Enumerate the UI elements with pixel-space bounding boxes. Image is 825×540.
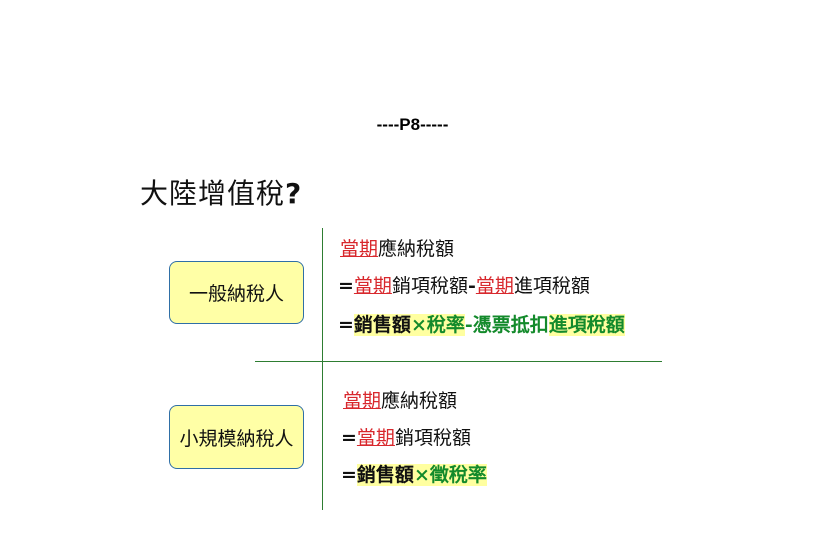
equals-sign: = [338,314,354,336]
input-tax-highlight: 進項稅額 [548,314,625,336]
slide: 大陸增值稅? 一般納稅人 當期應納稅額 =當期銷項稅額-當期進項稅額 =銷售額×… [125,152,685,514]
slide-title-text: 大陸增值稅 [140,177,286,210]
tax-payable-term: 應納稅額 [381,390,458,412]
small-formula-line-3: =銷售額×徵稅率 [341,460,487,487]
general-formula-line-2: =當期銷項稅額-當期進項稅額 [338,271,590,298]
current-period-term: 當期 [343,390,382,412]
vertical-divider [322,228,323,510]
input-tax-term: 進項稅額 [513,275,590,297]
small-formula-line-1: 當期應納稅額 [343,386,457,413]
current-period-term: 當期 [356,427,395,449]
general-taxpayer-box: 一般納稅人 [169,261,304,324]
sales-amount-text: 銷售額 [356,464,414,486]
levy-rate-term: ×徵稅率 [413,464,487,486]
sales-amount-text: 銷售額 [353,314,411,336]
deduction-term: -憑票抵扣 [464,314,549,336]
slide-title-mark: ? [285,177,303,210]
current-period-term: 當期 [353,275,392,297]
general-formula-line-3: =銷售額×稅率-憑票抵扣進項稅額 [338,310,625,337]
equals-sign: = [341,464,357,486]
current-period-term: 當期 [340,238,379,260]
output-tax-term: 銷項稅額 [391,275,468,297]
page-label: ----P8----- [376,115,449,134]
equals-sign: = [341,427,357,449]
tax-rate-term: ×稅率 [410,314,465,336]
tax-payable-term: 應納稅額 [378,238,455,260]
minus-sign: - [467,275,476,297]
slide-title: 大陸增值稅? [140,172,302,212]
sales-amount-term: 銷售額×稅率 [353,314,465,336]
general-formula-line-1: 當期應納稅額 [340,234,454,261]
horizontal-divider [255,361,662,362]
equals-sign: = [338,275,354,297]
small-formula-line-2: =當期銷項稅額 [341,423,471,450]
sales-amount-term: 銷售額×徵稅率 [356,464,487,486]
output-tax-term: 銷項稅額 [394,427,471,449]
small-taxpayer-box: 小規模納稅人 [169,405,304,469]
current-period-term: 當期 [475,275,514,297]
